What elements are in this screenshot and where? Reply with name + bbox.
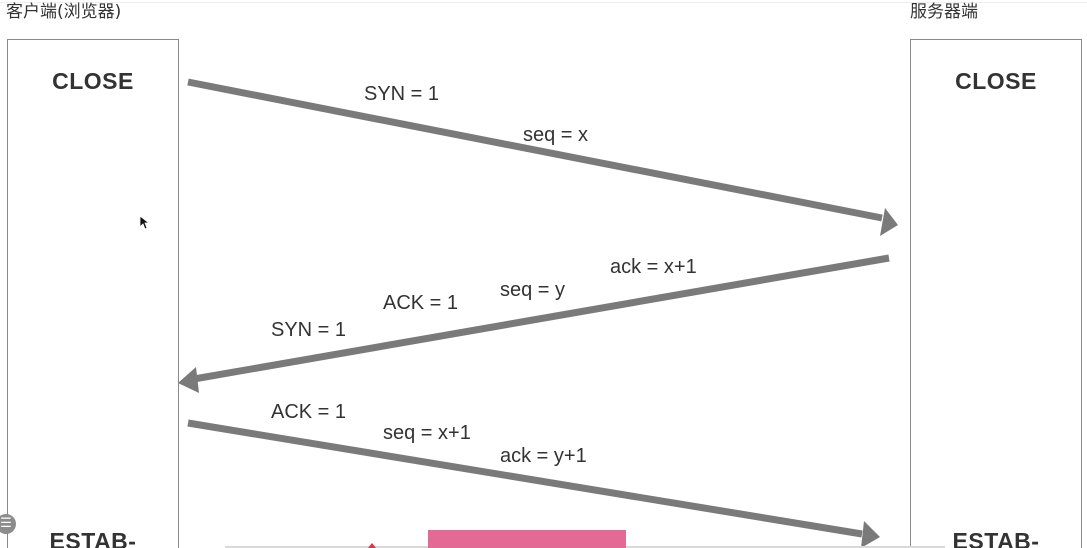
message-3: ACK = 1 seq = x+1 ack = y+1 [187, 401, 880, 548]
message-2: ack = x+1 seq = y ACK = 1 SYN = 1 [178, 254, 890, 393]
top-divider [0, 2, 1087, 3]
message-1: SYN = 1 seq = x [187, 78, 898, 236]
message-2-arrowhead [178, 367, 199, 393]
message-3-label-seq: seq = x+1 [383, 422, 471, 444]
message-1-arrowhead [880, 208, 898, 236]
menu-icon[interactable]: ☰ [0, 514, 16, 534]
message-1-label-syn: SYN = 1 [364, 83, 439, 105]
client-state-close: CLOSE [52, 68, 134, 94]
server-state-established: ESTAB- [952, 528, 1040, 548]
message-2-label-ack-flag: ACK = 1 [383, 292, 458, 314]
message-2-label-seq: seq = y [500, 279, 565, 301]
red-marker-icon [368, 543, 376, 548]
message-2-arrow-line [193, 254, 890, 383]
message-2-label-ack: ack = x+1 [610, 256, 697, 278]
server-label: 服务器端 [910, 2, 978, 22]
server-state-close: CLOSE [955, 68, 1037, 94]
message-3-arrowhead [861, 521, 880, 548]
overlay-pink-block [428, 530, 626, 548]
message-1-label-seq: seq = x [523, 124, 588, 146]
client-state-established: ESTAB- [49, 528, 137, 548]
message-3-label-ack-flag: ACK = 1 [271, 401, 346, 423]
message-2-label-syn: SYN = 1 [271, 319, 346, 341]
client-label: 客户端(浏览器) [6, 2, 122, 22]
client-state-column: CLOSE ESTAB- [7, 39, 179, 548]
server-state-column: CLOSE ESTAB- [910, 39, 1082, 548]
message-3-label-ack: ack = y+1 [500, 445, 587, 467]
message-1-arrow-line [187, 78, 883, 222]
message-3-arrow-line [187, 419, 863, 538]
